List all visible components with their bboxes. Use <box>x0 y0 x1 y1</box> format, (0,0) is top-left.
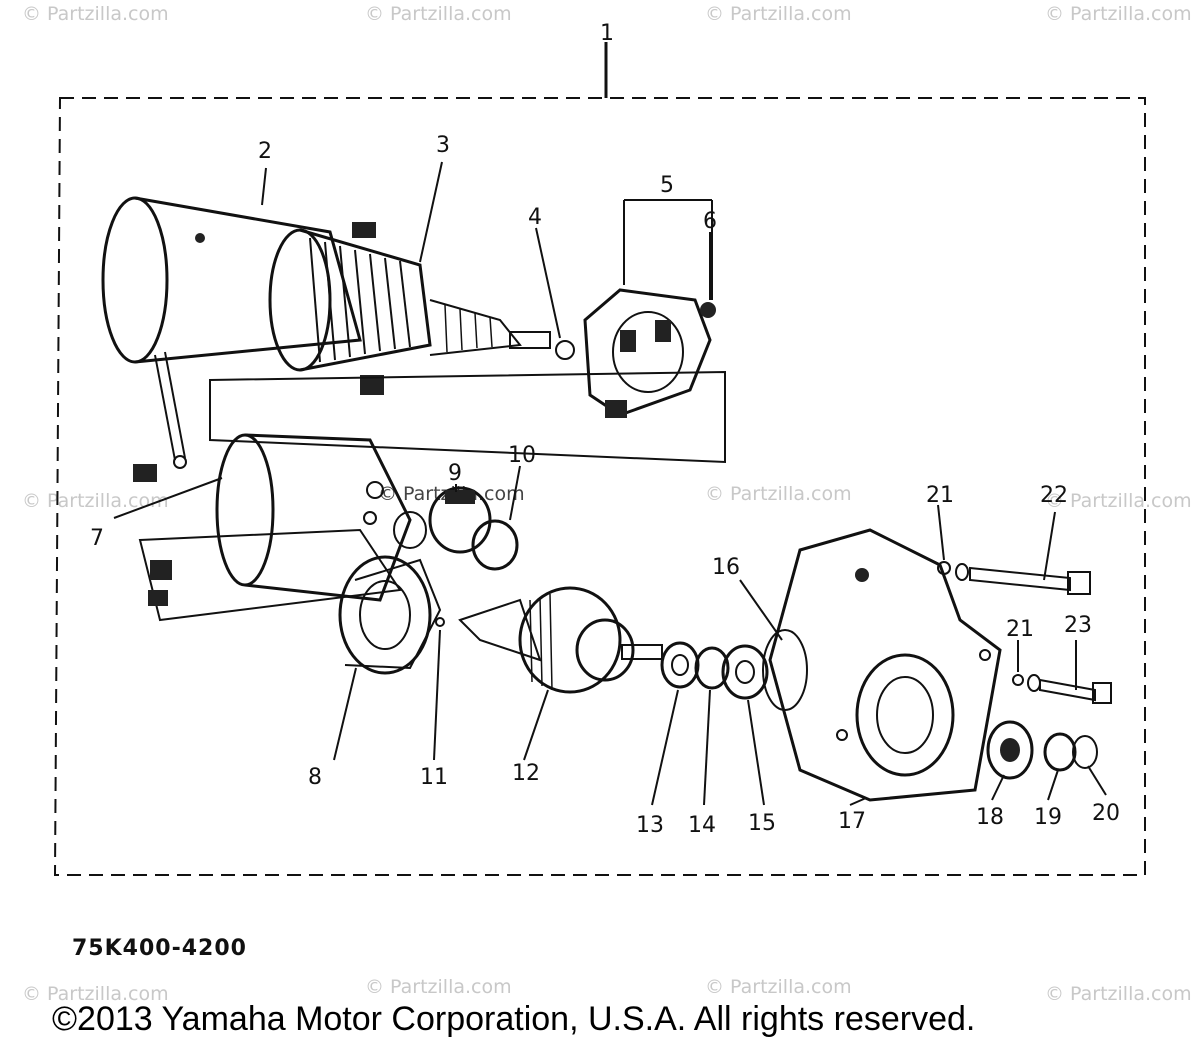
gear-housing-part <box>762 528 1002 802</box>
motor-yoke-part <box>101 196 362 482</box>
pinion-gear-part <box>986 720 1098 780</box>
diagram-part-code: 75K400-4200 <box>72 936 247 961</box>
callout-2: 2 <box>258 139 272 164</box>
gear-part <box>393 486 519 571</box>
watermark: © Partzilla.com <box>22 490 169 512</box>
callout-21: 21 <box>926 483 954 508</box>
watermark: © Partzilla.com <box>705 483 852 505</box>
callout-5: 5 <box>660 173 674 198</box>
watermark: © Partzilla.com <box>365 3 512 25</box>
washer-set-part <box>660 641 769 700</box>
callout-14: 14 <box>688 813 716 838</box>
callout-11: 11 <box>420 765 448 790</box>
callout-3: 3 <box>436 133 450 158</box>
callout-7: 7 <box>90 526 104 551</box>
bolt-part <box>1012 674 1112 704</box>
watermark-layer: © Partzilla.com © Partzilla.com © Partzi… <box>22 3 1192 1005</box>
brush-holder-part <box>583 199 716 418</box>
callout-19: 19 <box>1034 805 1062 830</box>
callout-20: 20 <box>1092 801 1120 826</box>
watermark: © Partzilla.com <box>22 3 169 25</box>
clutch-cover-part <box>338 555 442 675</box>
callout-10: 10 <box>508 443 536 468</box>
callout-4: 4 <box>528 205 542 230</box>
bolt-part <box>937 561 1091 595</box>
callout-21: 21 <box>1006 617 1034 642</box>
callout-23: 23 <box>1064 613 1092 638</box>
ball-part <box>435 617 445 627</box>
armature-part <box>268 222 551 395</box>
watermark: © Partzilla.com <box>22 983 169 1005</box>
callout-16: 16 <box>712 555 740 580</box>
callout-15: 15 <box>748 811 776 836</box>
overrunning-clutch-part <box>458 586 663 694</box>
callout-22: 22 <box>1040 483 1068 508</box>
watermark: © Partzilla.com <box>705 976 852 998</box>
front-housing-part <box>138 433 412 622</box>
watermark: © Partzilla.com <box>365 976 512 998</box>
callout-12: 12 <box>512 761 540 786</box>
copyright-notice: ©2013 Yamaha Motor Corporation, U.S.A. A… <box>52 1000 976 1038</box>
washer-part <box>555 340 575 360</box>
watermark: © Partzilla.com <box>705 3 852 25</box>
assembly-frame <box>53 42 1146 876</box>
callout-18: 18 <box>976 805 1004 830</box>
callout-9: 9 <box>448 461 462 486</box>
cover-plate-outline <box>209 370 726 464</box>
watermark: © Partzilla.com <box>1045 3 1192 25</box>
callout-17: 17 <box>838 809 866 834</box>
leader-lines <box>113 161 1107 806</box>
callout-13: 13 <box>636 813 664 838</box>
callout-labels: 1 2 3 4 5 6 7 9 10 8 11 12 13 14 15 16 1… <box>90 21 1120 838</box>
callout-6: 6 <box>703 209 717 234</box>
callout-8: 8 <box>308 765 322 790</box>
watermark: © Partzilla.com <box>1045 983 1192 1005</box>
callout-1: 1 <box>600 21 614 46</box>
watermark: © Partzilla.com <box>1045 490 1192 512</box>
